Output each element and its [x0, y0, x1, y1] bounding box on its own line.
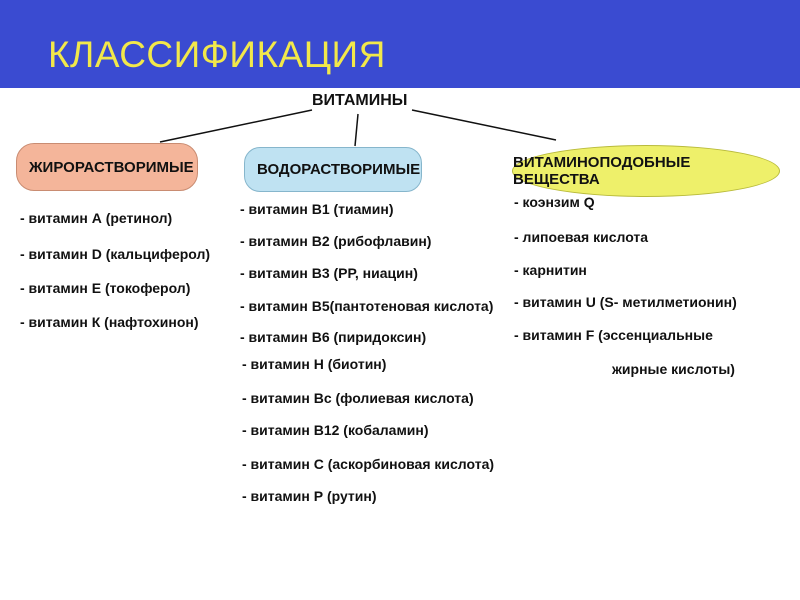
category-water-soluble-label: ВОДОРАСТВОРИМЫЕ [257, 161, 421, 178]
title-banner: КЛАССИФИКАЦИЯ ВИТАМИНОВ [0, 0, 800, 88]
list-item: - витамин С (аскорбиновая кислота) [242, 456, 495, 472]
list-item: - витамин U (S- метилметионин) [514, 294, 737, 310]
list-item: - коэнзим Q [514, 194, 595, 210]
connector-line-fat [159, 109, 313, 143]
list-item: - витамин В12 (кобаламин) [242, 422, 429, 438]
list-item: - витамин А (ретинол) [20, 210, 173, 226]
category-fat-soluble-label: ЖИРОРАСТВОРИМЫЕ [29, 158, 194, 176]
list-item: - витамин Вс (фолиевая кислота) [242, 390, 474, 406]
root-node-vitamins: ВИТАМИНЫ [312, 92, 408, 109]
category-vitamin-like: ВИТАМИНОПОДОБНЫЕ ВЕЩЕСТВА [512, 145, 780, 197]
list-item: - витамин Н (биотин) [242, 356, 387, 372]
connector-line-vitlike [411, 109, 557, 141]
list-item: - витамин Р (рутин) [242, 488, 377, 504]
list-item: - витамин В1 (тиамин) [240, 201, 394, 217]
list-item: - витамин В2 (рибофлавин) [240, 233, 432, 249]
list-item: - витамин К (нафтохинон) [20, 314, 199, 330]
connector-line-water [354, 113, 359, 147]
list-item: - витамин F (эссенциальные [514, 327, 713, 343]
slide-title: КЛАССИФИКАЦИЯ ВИТАМИНОВ [48, 34, 386, 75]
category-vitamin-like-label: ВИТАМИНОПОДОБНЫЕ ВЕЩЕСТВА [513, 154, 691, 188]
list-item: - витамин В3 (РР, ниацин) [240, 265, 418, 281]
list-item: - липоевая кислота [514, 229, 649, 245]
list-item: - витамин В6 (пиридоксин) [240, 329, 427, 345]
list-item: - витамин Е (токоферол) [20, 280, 191, 296]
category-fat-soluble: ЖИРОРАСТВОРИМЫЕ [16, 143, 198, 191]
list-item: - витамин D (кальциферол) [20, 246, 211, 262]
category-water-soluble: ВОДОРАСТВОРИМЫЕ [244, 147, 422, 192]
list-item: - витамин В5(пантотеновая кислота) [240, 298, 494, 314]
list-item: - карнитин [514, 262, 587, 278]
list-item: жирные кислоты) [612, 361, 735, 377]
